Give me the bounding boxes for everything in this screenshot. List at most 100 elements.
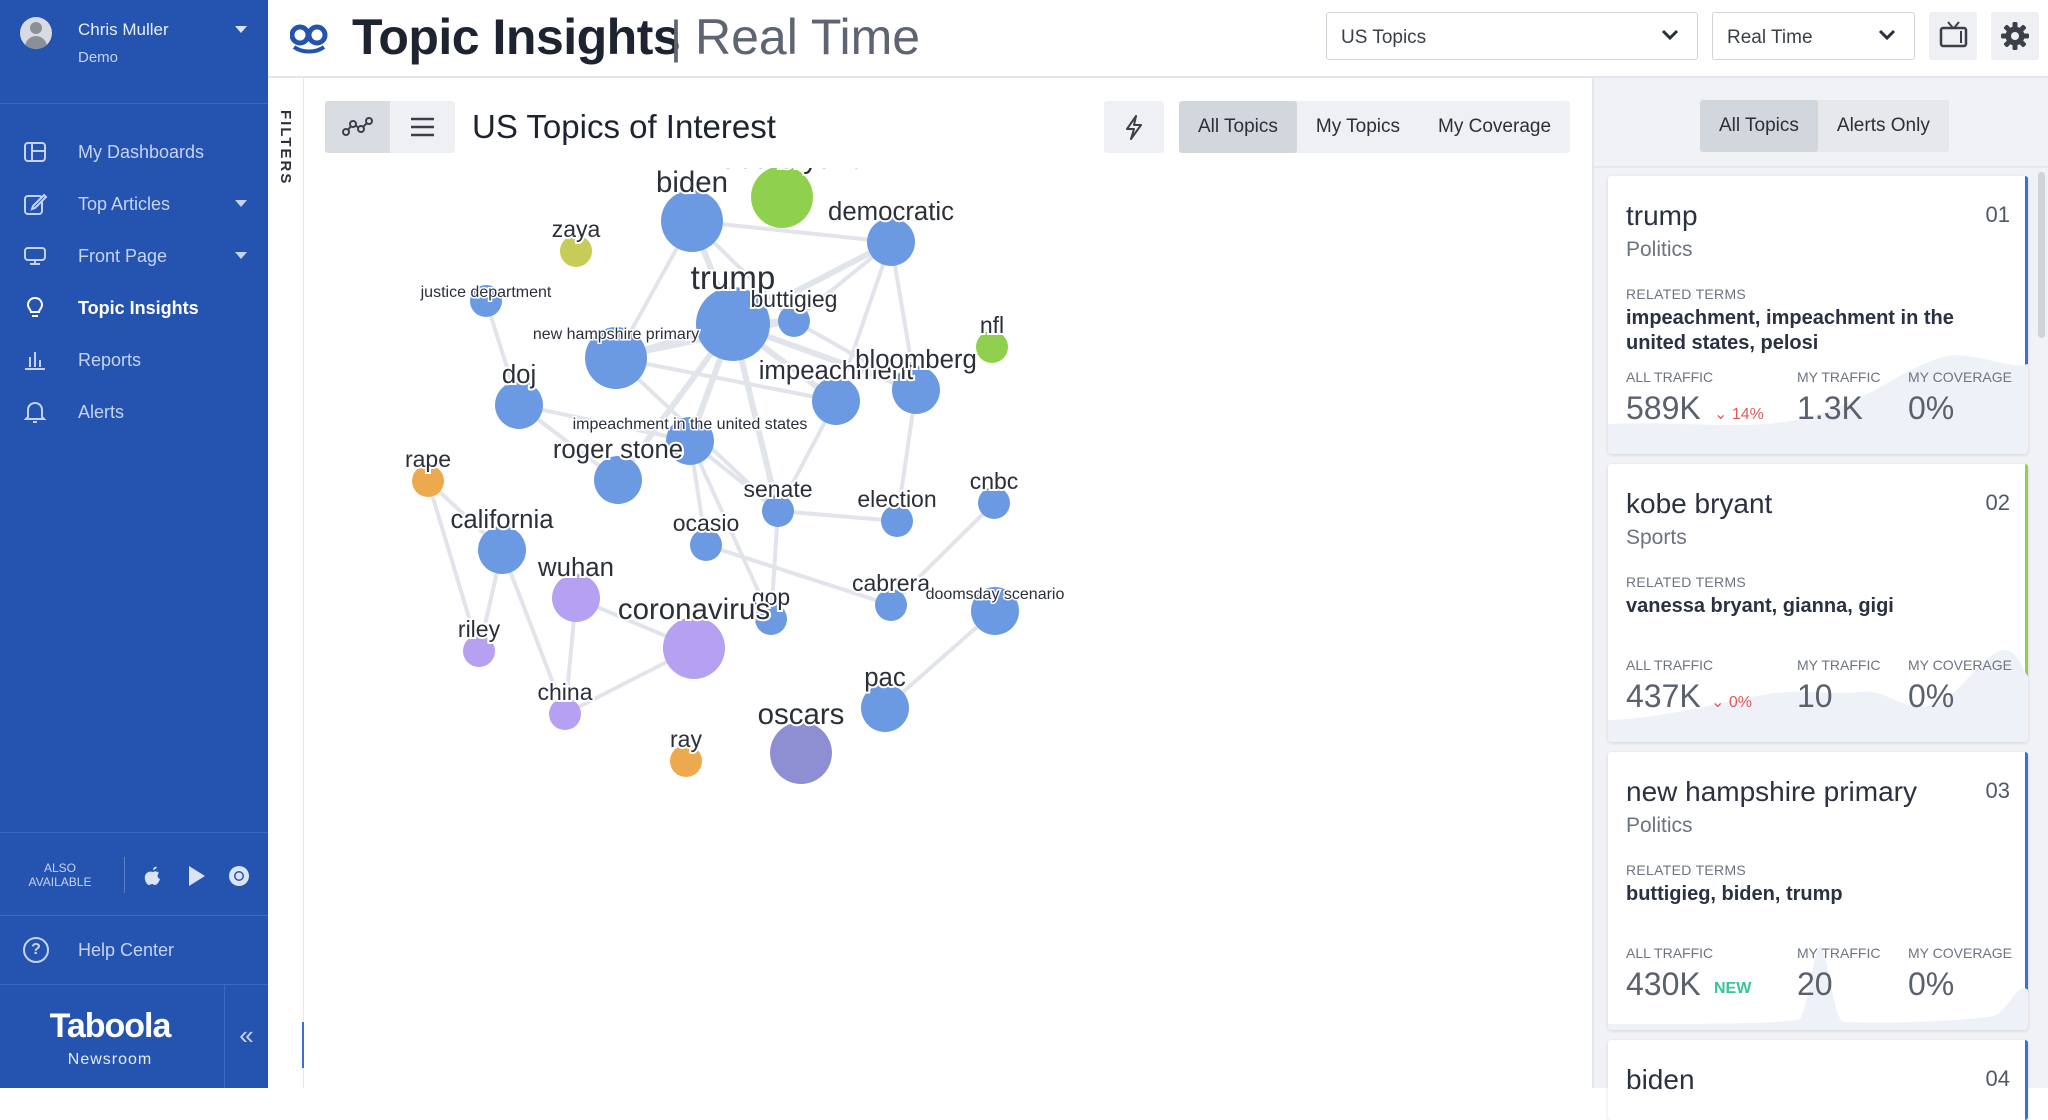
graph-node-buttigieg[interactable] (778, 305, 810, 337)
collapse-sidebar-button[interactable]: « (224, 984, 268, 1088)
sidebar-item-my-dashboards[interactable]: My Dashboards (0, 126, 268, 178)
all-traffic-value: 437K (1626, 678, 1701, 714)
graph-node-riley[interactable] (463, 635, 495, 667)
header: Topic Insights | Real Time US Topics Rea… (268, 0, 2048, 78)
sidebar-item-reports[interactable]: Reports (0, 334, 268, 386)
traffic-delta: ⌄ 0% (1711, 692, 1752, 712)
topic-card[interactable]: biden 04 (1608, 1040, 2028, 1120)
graph-node-rape[interactable] (412, 465, 444, 497)
sidebar-item-alerts[interactable]: Alerts (0, 386, 268, 438)
graph-node-label: coronavirus (618, 593, 770, 626)
graph-node-coronavirus[interactable] (663, 617, 725, 679)
graph-node-doomsday[interactable] (971, 587, 1019, 635)
related-terms: impeachment, impeachment in the united s… (1626, 307, 1954, 354)
graph-node-bloomberg[interactable] (892, 366, 940, 414)
monitor-icon (24, 247, 46, 265)
graph-node-roger[interactable] (594, 456, 642, 504)
graph-node-label: impeachment in the united states (573, 416, 808, 433)
graph-node-china[interactable] (549, 698, 581, 730)
all-traffic-label: ALL TRAFFIC (1626, 945, 1714, 961)
graph-node-wuhan[interactable] (552, 574, 600, 622)
google-play-icon[interactable] (183, 863, 209, 889)
graph-node-california[interactable] (478, 526, 526, 574)
filters-panel-toggle[interactable]: FILTERS (268, 78, 304, 1088)
tab-all-topics[interactable]: All Topics (1700, 100, 1818, 152)
chrome-icon[interactable] (226, 863, 252, 889)
graph-node-zaya[interactable] (560, 235, 592, 267)
my-coverage-value: 0% (1908, 966, 1955, 1002)
graph-node-election[interactable] (881, 505, 913, 537)
trending-filter-button[interactable] (1104, 101, 1164, 153)
topics-panel: All Topics Alerts Only trump 01 Politics… (1592, 78, 2048, 1120)
tab-my-topics[interactable]: My Topics (1315, 116, 1401, 137)
app-logo-icon (290, 24, 328, 54)
my-traffic-value: 1.3K (1797, 390, 1863, 426)
brand-logo: Taboola Newsroom (0, 984, 224, 1088)
sidebar-item-topic-insights[interactable]: Topic Insights (0, 282, 268, 334)
graph-node-ray[interactable] (670, 745, 702, 777)
graph-node-label: cnbc (970, 468, 1019, 494)
my-traffic-label: MY TRAFFIC (1797, 369, 1881, 385)
graph-node-ocasio[interactable] (690, 529, 722, 561)
graph-node-gop[interactable] (755, 603, 787, 635)
tab-all-topics[interactable]: All Topics (1179, 101, 1297, 153)
network-icon (342, 117, 373, 136)
chevron-down-icon (1878, 29, 1896, 41)
sidebar-item-label: Top Articles (78, 194, 171, 214)
related-terms-label: RELATED TERMS (1626, 574, 1747, 590)
graph-node-nfl[interactable] (976, 331, 1008, 363)
graph-node-impeachment[interactable] (812, 377, 860, 425)
graph-node-kobe[interactable] (751, 168, 813, 228)
graph-node-nhp[interactable] (585, 327, 647, 389)
graph-node-label: election (857, 486, 936, 512)
topic-rank: 04 (1985, 1066, 2010, 1091)
graph-node-democratic[interactable] (867, 218, 915, 266)
tab-my-coverage[interactable]: My Coverage (1438, 116, 1552, 137)
chevron-down-icon (1661, 29, 1679, 41)
bar-chart-icon (25, 352, 45, 370)
topic-title: trump (1626, 200, 1698, 231)
graph-edge-rape-riley (426, 480, 481, 652)
time-range-select[interactable]: Real Time (1712, 12, 1915, 60)
graph-node-label: riley (458, 616, 501, 642)
topic-card[interactable]: kobe bryant 02 Sports RELATED TERMS vane… (1608, 464, 2028, 742)
graph-view-button[interactable] (325, 101, 390, 153)
caret-down-icon (235, 26, 247, 33)
graph-node-justice[interactable] (470, 285, 502, 317)
brand-subtitle: Newsroom (67, 1051, 153, 1068)
graph-node-senate[interactable] (762, 495, 794, 527)
topic-card[interactable]: trump 01 Politics RELATED TERMS impeachm… (1608, 176, 2028, 454)
all-traffic-label: ALL TRAFFIC (1626, 369, 1714, 385)
topic-card[interactable]: new hampshire primary 03 Politics RELATE… (1608, 752, 2028, 1030)
list-view-button[interactable] (390, 101, 455, 153)
sidebar-item-top-articles[interactable]: Top Articles (0, 178, 268, 230)
apple-icon[interactable] (140, 863, 166, 889)
scrollbar-thumb[interactable] (2038, 172, 2045, 338)
topic-title: new hampshire primary (1626, 776, 1917, 807)
topic-region-select[interactable]: US Topics (1326, 12, 1698, 60)
my-coverage-label: MY COVERAGE (1908, 945, 2012, 961)
graph-node-cnbc[interactable] (978, 487, 1010, 519)
graph-edge-doomsday-pac (883, 609, 997, 710)
related-terms-label: RELATED TERMS (1626, 286, 1747, 302)
settings-button[interactable] (1991, 12, 2039, 60)
graph-node-impus[interactable] (666, 417, 714, 465)
graph-node-label: democratic (828, 198, 954, 226)
graph-node-pac[interactable] (861, 684, 909, 732)
graph-node-doj[interactable] (495, 381, 543, 429)
graph-node-label: biden (656, 168, 728, 199)
main-panel: US Topics of Interest All Topics My Topi… (304, 78, 1592, 1088)
topic-region-value: US Topics (1341, 27, 1427, 48)
brand-name: Taboola (49, 1007, 172, 1045)
graph-node-oscars[interactable] (770, 722, 832, 784)
user-menu[interactable]: Chris Muller Demo (0, 0, 268, 104)
graph-node-trump[interactable] (696, 287, 770, 361)
sidebar-item-front-page[interactable]: Front Page (0, 230, 268, 282)
help-center-link[interactable]: ? Help Center (0, 924, 268, 976)
graph-node-biden[interactable] (661, 190, 723, 252)
graph-node-cabrera[interactable] (875, 589, 907, 621)
tab-alerts-only[interactable]: Alerts Only (1836, 115, 1930, 136)
topic-network-graph[interactable]: trumpbidenkobe bryantzayademocraticjusti… (304, 168, 1592, 1088)
tv-mode-button[interactable] (1929, 12, 1977, 60)
topic-rank: 03 (1985, 778, 2010, 803)
